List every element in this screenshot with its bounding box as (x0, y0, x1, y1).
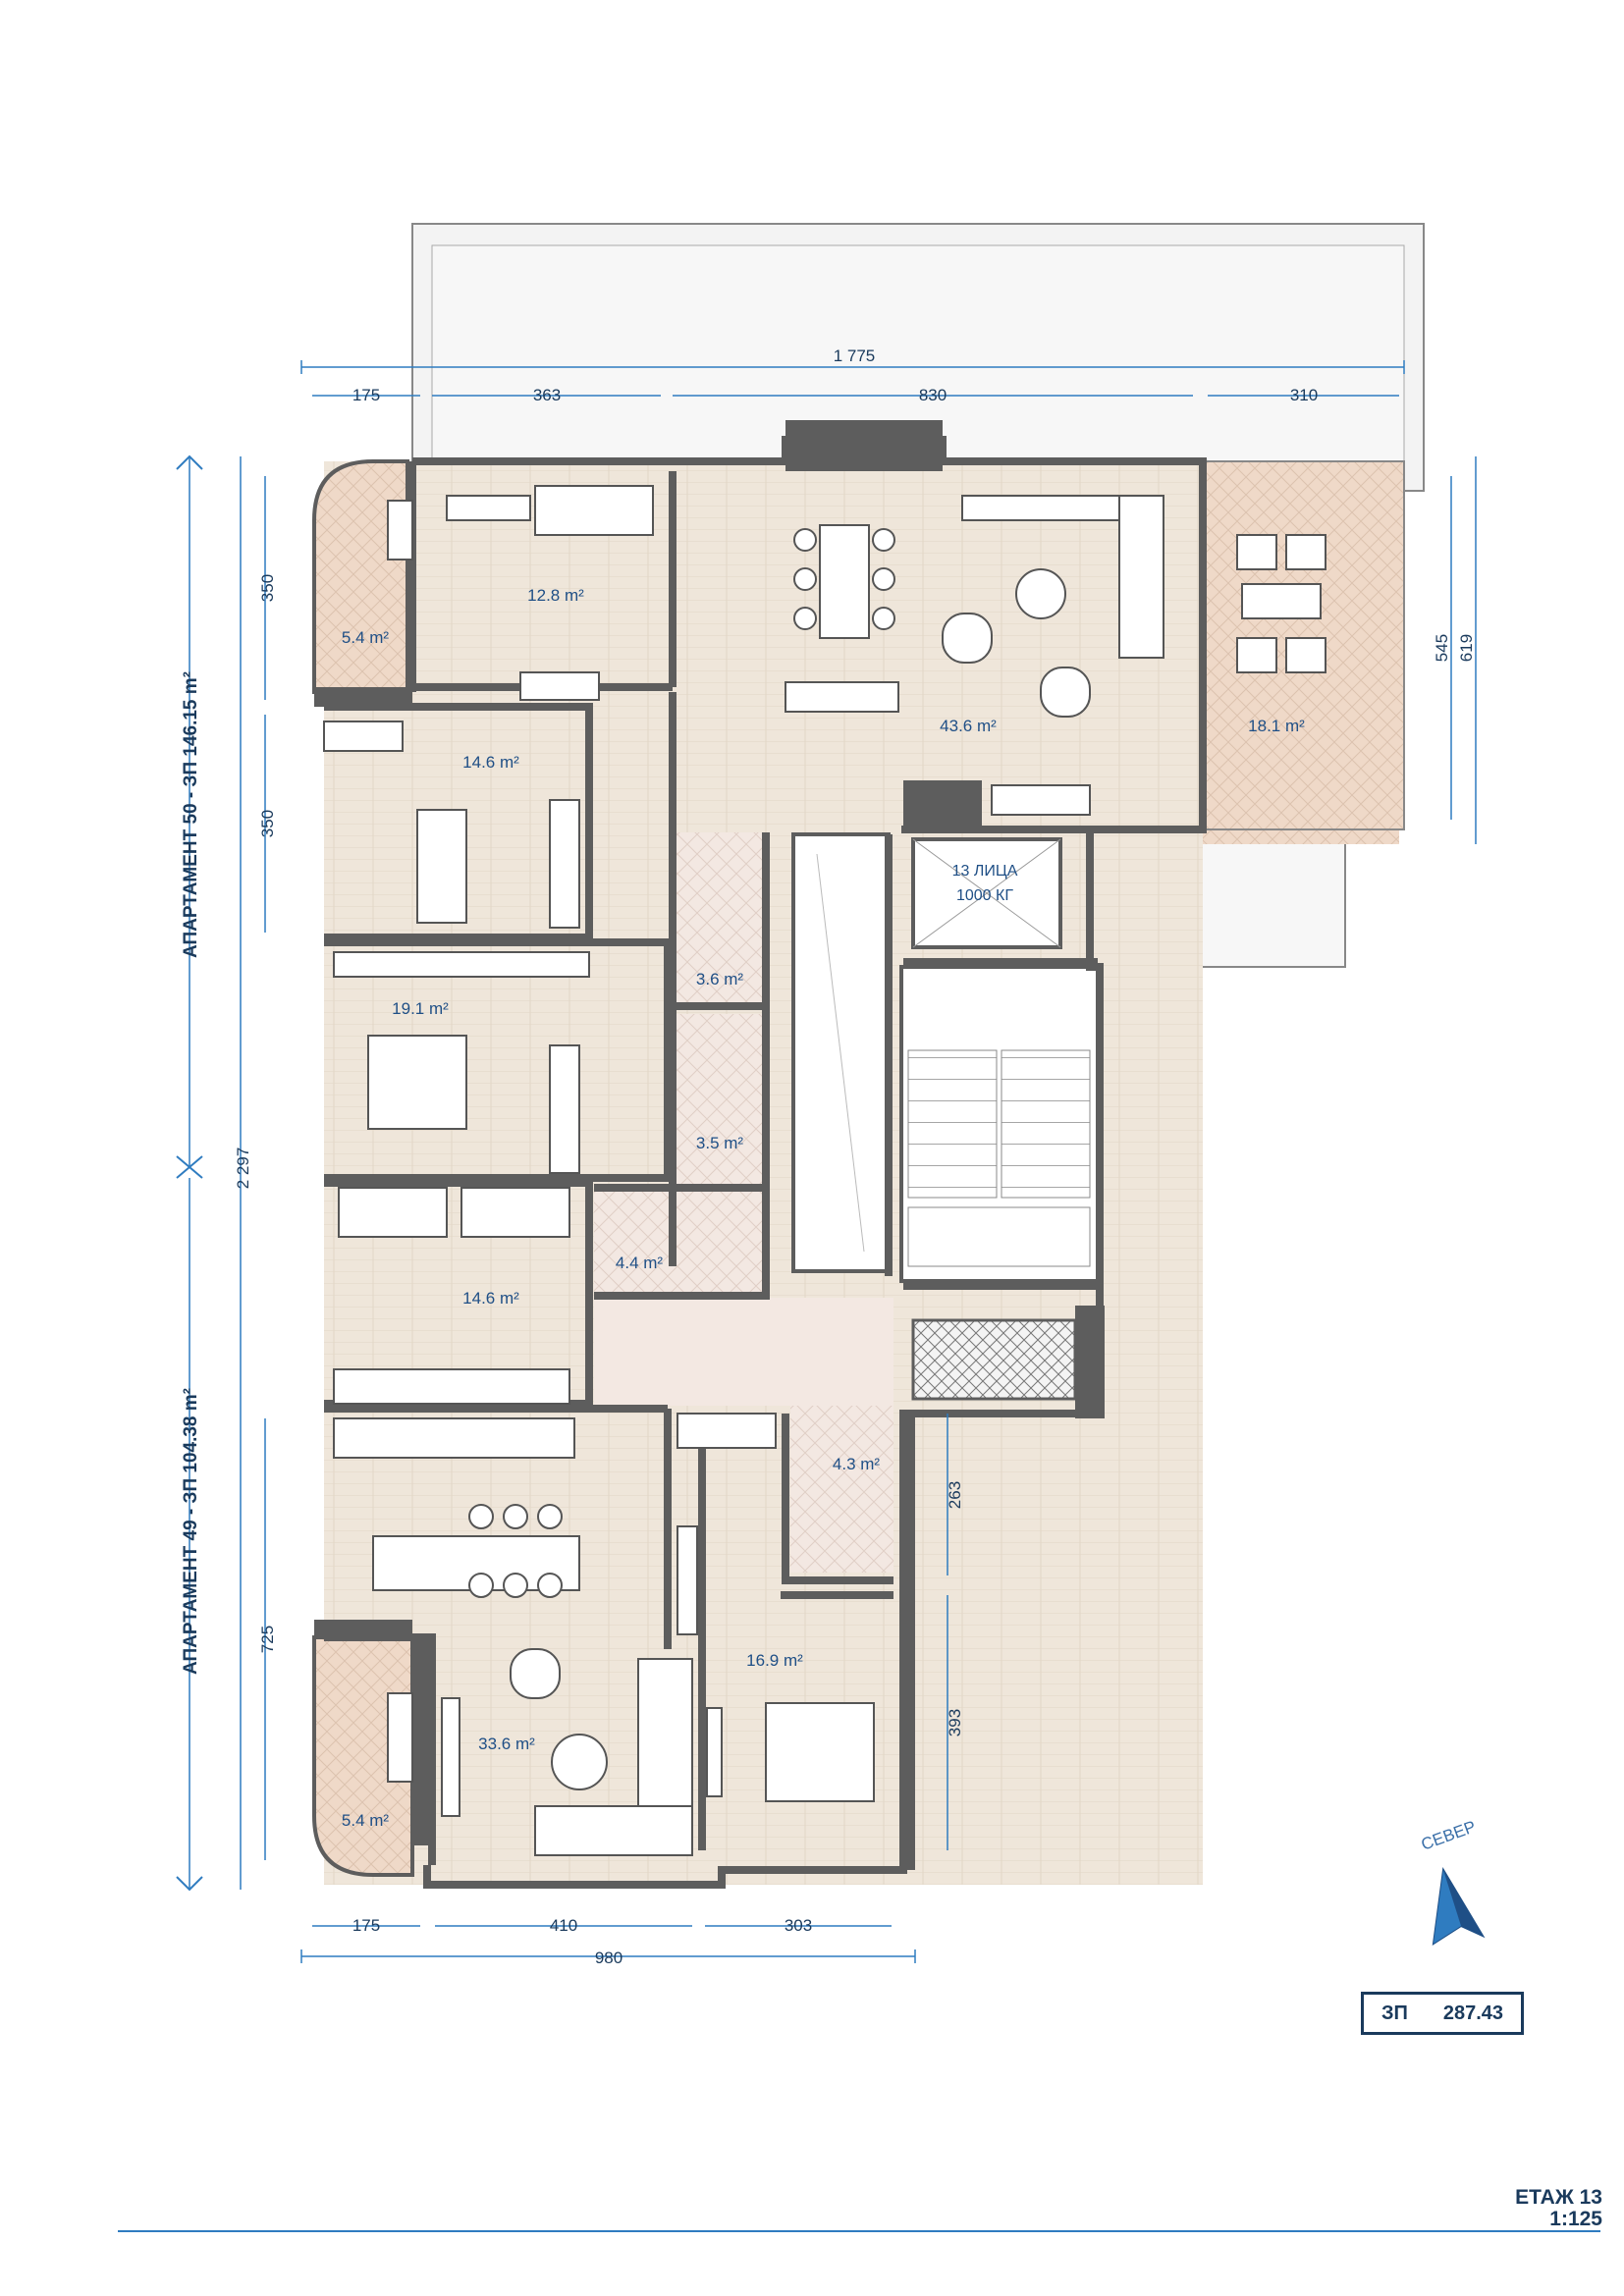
dim-top-4: 310 (1290, 386, 1318, 404)
apartment-brackets (176, 454, 203, 1892)
room-living-upper: 43.6 m² (940, 717, 997, 735)
room-master-bedroom: 19.1 m² (392, 999, 449, 1018)
room-bathroom-2: 3.5 m² (696, 1134, 744, 1152)
floor-label: ЕТАЖ 13 1:125 (1515, 2187, 1602, 2230)
terrace-upper-left (312, 459, 409, 694)
dim-left-overall: 2 297 (234, 1148, 252, 1190)
north-arrow-icon (1432, 1867, 1486, 1947)
elevator-car (911, 837, 1062, 949)
elevator-shaft (791, 832, 891, 1273)
floor-scale: 1:125 (1549, 2208, 1602, 2230)
dim-bottom-3: 303 (785, 1916, 812, 1935)
dim-right-lower-1: 263 (946, 1481, 964, 1509)
floor-name: ЕТАЖ 13 (1515, 2186, 1602, 2209)
dim-bottom-total: 980 (595, 1949, 623, 1967)
elevator-capacity-people: 13 ЛИЦА (952, 863, 1018, 880)
furniture (323, 485, 1326, 1856)
dim-left-3: 725 (258, 1626, 277, 1653)
bathroom-1-floor (673, 832, 766, 1004)
dim-top-total: 1 775 (834, 347, 876, 365)
room-terrace-lower-left: 5.4 m² (342, 1811, 390, 1830)
bottom-rule (118, 2230, 1600, 2232)
dim-right-lower-2: 393 (946, 1709, 964, 1736)
room-bedroom-1: 12.8 m² (527, 586, 584, 605)
room-bedroom-2: 14.6 m² (462, 753, 519, 772)
shaft-grid (911, 1318, 1077, 1401)
bathroom-2-floor (673, 1014, 766, 1186)
dim-top-2: 363 (533, 386, 561, 404)
room-bedroom-3: 14.6 m² (462, 1289, 519, 1308)
corridor-lower (594, 1298, 893, 1406)
dimension-lines (189, 360, 1477, 1963)
room-terrace-upper-left: 5.4 m² (342, 628, 390, 647)
dim-bottom-1: 175 (352, 1916, 380, 1935)
room-living-lower: 33.6 m² (478, 1735, 535, 1753)
dim-left-1: 350 (258, 574, 277, 602)
room-bedroom-4: 16.9 m² (746, 1651, 803, 1670)
room-bathroom-4: 4.3 m² (833, 1455, 881, 1473)
north-label: СЕВЕР (1419, 1817, 1479, 1854)
total-area-tag: ЗП 287.43 (1361, 1992, 1524, 2035)
total-area-value: 287.43 (1442, 2002, 1503, 2024)
stairwell (899, 965, 1100, 1283)
dim-left-2: 350 (258, 810, 277, 837)
bathroom-4-floor (790, 1406, 893, 1573)
apartment-49-label: АПАРТАМЕНТ 49 - ЗП 104.38 m² (181, 1388, 201, 1675)
room-bathroom-3: 4.4 m² (616, 1254, 664, 1272)
room-bathroom-1: 3.6 m² (696, 970, 744, 988)
bathroom-3-floor (594, 1190, 766, 1298)
dim-top-3: 830 (919, 386, 947, 404)
room-terrace-right: 18.1 m² (1248, 717, 1305, 735)
elevator-capacity-weight: 1000 КГ (956, 887, 1013, 904)
dim-right-upper-1: 545 (1433, 634, 1451, 662)
dim-right-upper-2: 619 (1457, 634, 1476, 662)
apartment-50-label: АПАРТАМЕНТ 50 - ЗП 146.15 m² (181, 671, 201, 958)
dim-bottom-2: 410 (550, 1916, 577, 1935)
total-area-label: ЗП (1380, 2002, 1408, 2024)
dim-top-1: 175 (352, 386, 380, 404)
wall-blocks (314, 420, 1105, 1870)
